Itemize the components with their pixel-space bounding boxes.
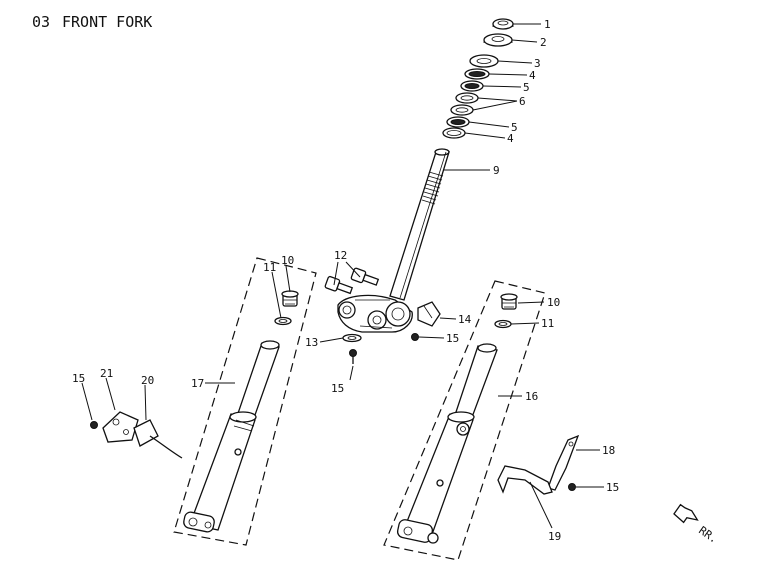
- part-17-left-fork-leg: [173, 257, 317, 546]
- callout-9: 9: [493, 164, 500, 177]
- part-10-right-fork-bolt: [500, 293, 518, 310]
- callout-19: 19: [548, 530, 561, 543]
- callout-leaders: [81, 23, 604, 529]
- part-1-lock-nut: [492, 18, 514, 30]
- part-15-screw-bracket: [90, 421, 98, 429]
- callout-labels: 1 2 3 4 5 6 5 4 9 12 10 11 10 11 14 15 1…: [72, 18, 619, 543]
- steering-bearing-stack: [442, 18, 514, 139]
- part-11-left-oring: [274, 316, 292, 326]
- callout-6: 6: [519, 95, 526, 108]
- arrow-icon: [673, 503, 699, 524]
- part-3-lock-washer: [469, 54, 499, 68]
- callout-4: 4: [529, 69, 536, 82]
- callout-10-left: 10: [281, 254, 294, 267]
- callout-17: 17: [191, 377, 204, 390]
- part-14-clip: [417, 301, 441, 327]
- part-16-right-fork-leg: [383, 280, 546, 561]
- callout-1: 1: [544, 18, 551, 31]
- callout-20: 20: [141, 374, 154, 387]
- callout-4-lower: 4: [507, 132, 514, 145]
- part-19-hose-clamp: [497, 465, 553, 495]
- lower-triple-clamp: [337, 294, 413, 333]
- callout-18: 18: [602, 444, 615, 457]
- callout-10-right: 10: [547, 296, 560, 309]
- part-18-reflector-bracket: [547, 434, 580, 491]
- callout-16: 16: [525, 390, 538, 403]
- part-11-right-oring: [494, 319, 512, 329]
- part-15-screw-clip: [411, 333, 419, 341]
- part-15-screw-center: [349, 349, 357, 364]
- part-4-top-race: [464, 68, 490, 80]
- part-5-bearing-upper: [460, 80, 484, 92]
- callout-12: 12: [334, 249, 347, 262]
- callout-15-bracket: 15: [72, 372, 85, 385]
- callout-11-left: 11: [263, 261, 276, 274]
- callout-15-center: 15: [331, 382, 344, 395]
- callout-21: 21: [100, 367, 113, 380]
- section-number: 03: [32, 13, 50, 31]
- part-21-hose-bracket: [102, 411, 139, 443]
- callout-11-right: 11: [541, 317, 554, 330]
- part-12-clamp-bolts: [324, 267, 380, 295]
- part-9-steering-stem: [389, 148, 450, 301]
- section-title: FRONT FORK: [62, 13, 152, 31]
- part-2-top-nut: [483, 33, 513, 47]
- part-15-screw-right: [568, 483, 576, 491]
- part-6-cone-races: [450, 92, 479, 116]
- callout-3: 3: [534, 57, 541, 70]
- callout-2: 2: [540, 36, 547, 49]
- diagram-title: 03 FRONT FORK: [32, 13, 152, 31]
- part-20-hose-guide: [133, 419, 183, 459]
- callout-15-clip: 15: [446, 332, 459, 345]
- callout-15-right: 15: [606, 481, 619, 494]
- callout-13: 13: [305, 336, 318, 349]
- direction-label: RR.: [696, 524, 720, 546]
- callout-5-lower: 5: [511, 121, 518, 134]
- callout-5: 5: [523, 81, 530, 94]
- callout-14: 14: [458, 313, 472, 326]
- part-5-bearing-lower: [446, 116, 470, 128]
- rear-direction-indicator: RR.: [673, 503, 720, 546]
- part-10-left-fork-bolt: [281, 290, 299, 307]
- part-13-washer: [342, 333, 362, 343]
- part-4-bottom-race: [442, 127, 466, 139]
